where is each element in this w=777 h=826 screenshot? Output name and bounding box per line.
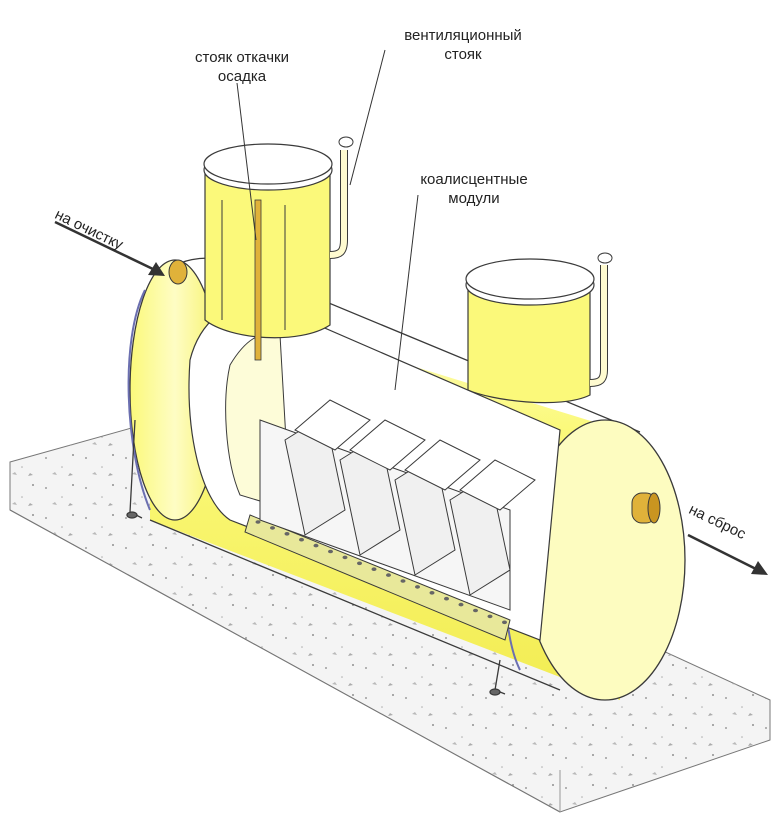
label-modules-line2: модули (448, 190, 500, 207)
module-top (459, 459, 536, 511)
tray-hole (415, 585, 420, 589)
tray-hole (458, 602, 464, 607)
tray-hole (255, 520, 261, 524)
inlet-arrow (54, 220, 165, 276)
vent-pipe (329, 136, 354, 259)
tray-hole (328, 549, 333, 554)
module-top (404, 439, 481, 491)
tray-hole (284, 532, 290, 536)
inlet-nozzle (168, 259, 188, 285)
tray-hole (342, 555, 348, 560)
label-vent-riser-line1: вентиляционный (404, 27, 522, 44)
label-coalescing-modules: коалисцентные модули (404, 170, 544, 208)
tray-hole (429, 591, 435, 595)
outlet-arrow (687, 533, 768, 575)
tray-hole (299, 537, 304, 542)
tray-hole (502, 620, 507, 625)
perforated-tray (244, 514, 511, 641)
tray-hole (473, 608, 478, 613)
label-sludge-riser-line2: осадка (217, 68, 267, 85)
tray-hole (386, 573, 391, 577)
label-vent-riser-line2: стояк (444, 46, 482, 63)
tray-hole (313, 543, 319, 548)
label-sludge-riser-line1: стояк откачки (195, 49, 289, 66)
outlet-nozzle (631, 492, 661, 524)
label-sludge-riser: стояк откачки осадка (172, 48, 312, 86)
module-top (294, 399, 371, 451)
riser-left (203, 143, 333, 361)
tray-hole (357, 561, 362, 566)
label-modules-line1: коалисцентные (420, 171, 528, 188)
leader-lines (236, 49, 419, 391)
riser-right (465, 252, 613, 404)
module-top (349, 419, 426, 471)
tray-hole (270, 526, 275, 530)
anchor-straps (126, 419, 506, 696)
tray-hole (371, 567, 377, 571)
coalescing-modules (259, 399, 536, 611)
label-vent-riser: вентиляционный стояк (378, 26, 548, 64)
tray-hole (444, 596, 449, 601)
tray-hole (487, 614, 493, 619)
tray-hole (400, 579, 406, 583)
